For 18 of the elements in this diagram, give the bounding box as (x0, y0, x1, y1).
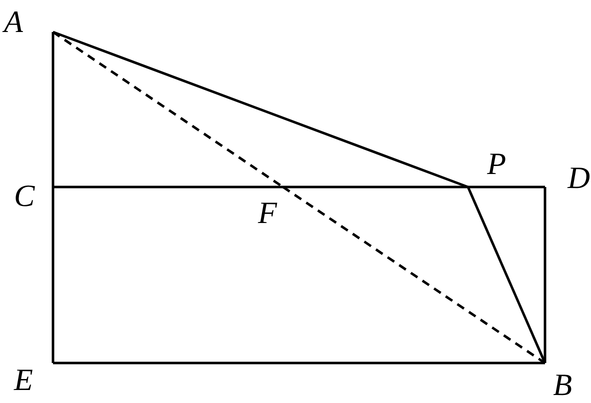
point-label: C (14, 180, 35, 210)
line-segment (52, 32, 54, 187)
line-segment (466, 186, 546, 364)
point-label: E (14, 364, 33, 395)
line-segment (468, 186, 545, 188)
line-segment (52, 30, 468, 188)
point-label: F (258, 197, 277, 228)
line-segment (53, 362, 545, 364)
point-label: D (568, 162, 590, 192)
point-label: B (553, 369, 572, 400)
line-segment (544, 187, 546, 363)
dashed-line (282, 186, 546, 364)
point-label: P (487, 148, 506, 179)
line-segment (52, 187, 54, 363)
line-segment (53, 186, 283, 188)
line-segment (283, 186, 468, 188)
point-label: A (4, 6, 23, 37)
dashed-line (52, 30, 284, 188)
